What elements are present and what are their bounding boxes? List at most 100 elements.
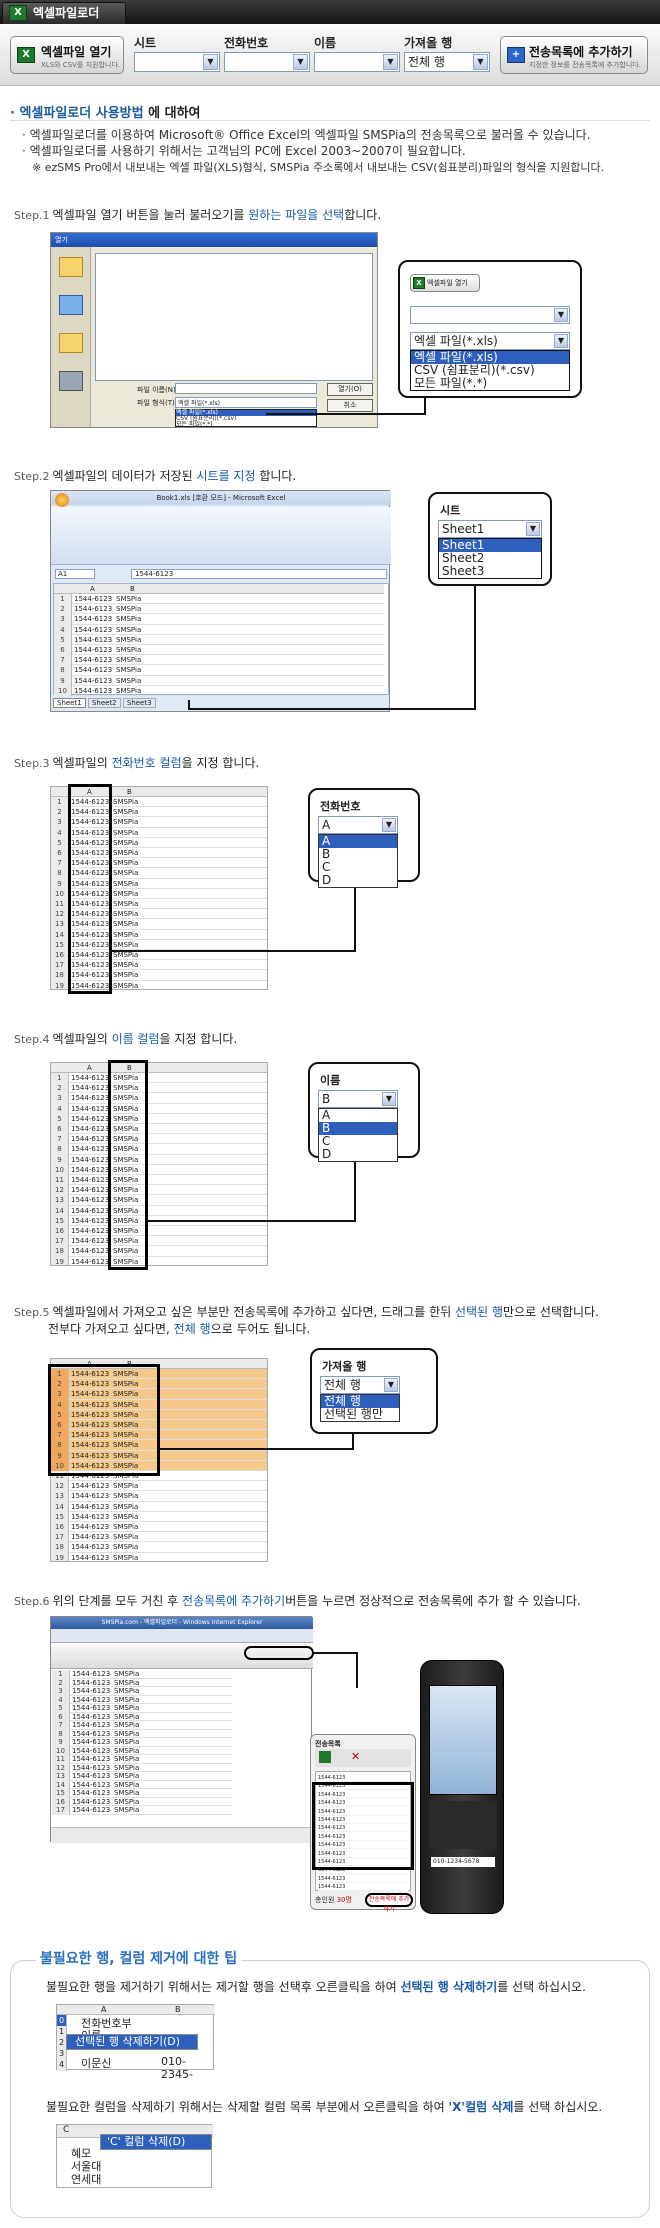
row-number: 9	[51, 1450, 69, 1461]
open-excel-button[interactable]: X 엑셀파일 열기 XLS와 CSV를 지원합니다.	[10, 36, 124, 74]
delete-row-menu-item[interactable]: 선택된 행 삭제하기(D)	[66, 2034, 198, 2050]
phone-cell: 1544-6123	[71, 838, 110, 847]
phone-cell: 1544-6123	[71, 1084, 110, 1093]
row-number: 16	[51, 1226, 69, 1237]
row-number: 16	[52, 1797, 70, 1806]
name-cell: SMSPia	[113, 1125, 139, 1133]
open-dialog-screenshot: 열기 파일 이름(N): 파일 형식(T): 엑셀 파일(*.xls) 엑셀 파…	[50, 232, 378, 428]
phone-column-select[interactable]: ▼	[224, 52, 310, 72]
name-cell: SMSPia	[113, 828, 139, 837]
phone-cell: 1544-6123	[71, 1135, 110, 1144]
bullet-1: · 엑셀파일로더를 이용하여 Microsoft® Office Excel의 …	[22, 128, 591, 142]
name-cell: SMSPia	[113, 1512, 139, 1521]
column-header-a: A	[90, 585, 95, 593]
name-cell: SMSPia	[113, 1145, 139, 1154]
row-number: 1	[51, 797, 69, 808]
row-tip-text: 불필요한 행을 제거하기 위해서는 제거할 행을 선택후 오른클릭을 하여 선택…	[46, 1980, 586, 1994]
phone-cell: 1544-6123	[71, 1247, 110, 1256]
name-cell: SMSPia	[113, 1155, 139, 1164]
delete-column-menu-item[interactable]: 'C' 컬럼 삭제(D)	[100, 2134, 212, 2150]
add-to-send-list-sub: 지정한 정보를 전송목록에 추가합니다.	[529, 61, 641, 69]
name-cell: SMSPia	[114, 1789, 140, 1797]
name-cell: SMSPia	[114, 1729, 140, 1738]
name-cell: SMSPia	[113, 818, 139, 827]
column-tip-text: 불필요한 컬럼을 삭제하기 위해서는 삭제할 컬럼 목록 부분에서 오른클릭을 …	[46, 2100, 603, 2114]
callout-phone-select: A▼	[318, 816, 398, 834]
column-header-a: A	[87, 1064, 92, 1072]
address-bar	[51, 1629, 313, 1643]
phone-cell: 1544-6123	[74, 625, 113, 634]
name-cell: SMSPia	[113, 1206, 139, 1215]
toolbar: X 엑셀파일 열기 XLS와 CSV를 지원합니다. 시트 ▼ 전화번호 ▼ 이…	[0, 24, 660, 86]
row-number: 10	[52, 1746, 70, 1755]
name-column-select[interactable]: ▼	[314, 52, 400, 72]
name-cell: SMSPia	[113, 1492, 139, 1501]
name-cell: SMSPia	[114, 1763, 140, 1772]
name-cell: SMSPia	[113, 1186, 139, 1195]
browser-status-bar	[51, 1827, 313, 1843]
row-number: 1	[51, 1369, 69, 1380]
callout-name-list: A B C D	[318, 1108, 398, 1162]
phone-cell: 1544-6123	[71, 1074, 110, 1082]
phone-cell: 1544-6123	[74, 676, 113, 685]
filetype-select[interactable]: 엑셀 파일(*.xls)	[175, 397, 317, 408]
dialog-cancel-button[interactable]: 취소	[327, 399, 373, 412]
send-list-highlight	[312, 1782, 414, 1870]
phone-cell: 1544-6123	[71, 910, 110, 919]
row-number: 12	[51, 909, 69, 920]
phone-cell: 1544-6123	[72, 1721, 111, 1729]
name-cell: SMSPia	[113, 1196, 139, 1205]
name-cell: SMSPia	[113, 1400, 139, 1409]
rows-select[interactable]: 전체 행▼	[404, 52, 490, 72]
bullet-2: · 엑셀파일로더를 사용하기 위해서는 고객님의 PC에 Excel 2003~…	[22, 144, 466, 158]
phone-cell: 1544-6123	[71, 859, 110, 868]
name-cell: SMSPia	[113, 910, 139, 919]
row-number: 8	[54, 665, 72, 676]
row-number: 18	[51, 1542, 69, 1553]
phone-cell: 1544-6123	[71, 1370, 110, 1378]
name-cell: SMSPia	[113, 1380, 139, 1389]
dialog-open-button[interactable]: 열기(O)	[327, 383, 373, 396]
phone-cell: 1544-6123	[71, 1512, 110, 1521]
phone-cell: 1544-6123	[72, 1695, 111, 1704]
row-number: 13	[51, 919, 69, 930]
phone-cell: 1544-6123	[74, 595, 113, 603]
tips-title: 불필요한 행, 컬럼 제거에 대한 팁	[36, 1948, 242, 1968]
name-cell: SMSPia	[113, 1472, 139, 1480]
row-number: 12	[52, 1763, 70, 1772]
name-cell: SMSPia	[113, 1237, 139, 1246]
name-cell: SMSPia	[113, 1482, 139, 1491]
sheet-select[interactable]: ▼	[134, 52, 220, 72]
open-excel-sub: XLS와 CSV를 지원합니다.	[41, 61, 121, 69]
send-list-row: 1544-6123	[318, 1850, 408, 1858]
excel-open-icon: X	[17, 47, 35, 63]
example-column-cells: 혜모 서울대 연세대	[71, 2147, 102, 2186]
row-number: 13	[51, 1491, 69, 1502]
name-cell: SMSPia	[113, 961, 139, 970]
name-cell: SMSPia	[113, 1441, 139, 1450]
filename-input[interactable]	[175, 383, 317, 394]
name-cell: SMSPia	[114, 1712, 140, 1721]
name-cell: SMSPia	[113, 1543, 139, 1552]
row-number: 5	[51, 1409, 69, 1420]
step-2-callout: 시트 Sheet1▼ Sheet1 Sheet2 Sheet3	[428, 492, 552, 586]
name-cell: SMSPia	[113, 1533, 139, 1542]
add-to-send-list-button[interactable]: + 전송목록에 추가하기 지정한 정보를 전송목록에 추가합니다.	[500, 36, 648, 74]
